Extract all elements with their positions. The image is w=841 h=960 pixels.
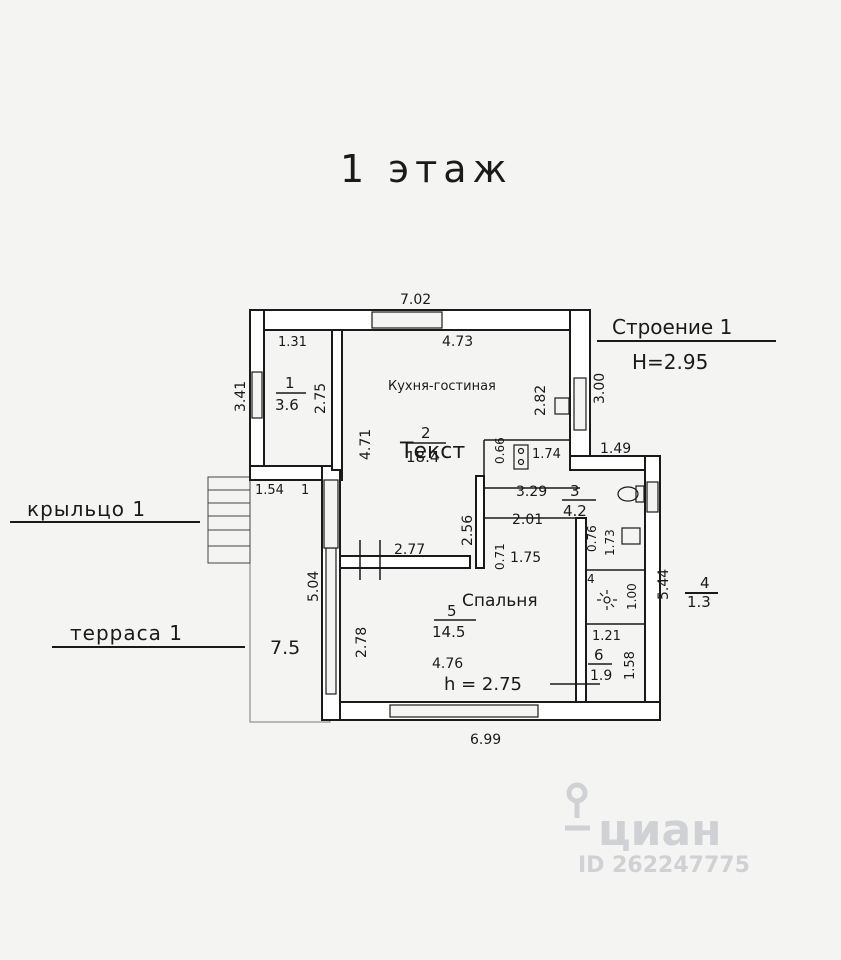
room3-dim-329: 3.29 — [516, 484, 547, 500]
interior-walls — [331, 329, 645, 703]
room2-overlay-text: Текст — [399, 439, 465, 464]
room2-dim-174: 1.74 — [532, 447, 561, 462]
toilet-icon — [617, 486, 639, 502]
room6-number: 6 — [594, 646, 604, 664]
room3-number: 3 — [570, 482, 580, 500]
shower-icon — [597, 590, 617, 610]
room1-area: 3.6 — [275, 396, 299, 414]
room2-dim-top: 4.73 — [442, 334, 473, 350]
room6-dim-121: 1.21 — [592, 629, 621, 644]
room4-area: 1.3 — [687, 593, 711, 611]
location-pin-icon — [565, 782, 590, 831]
room1-dim-left: 3.41 — [233, 381, 249, 412]
watermark-brand: циан — [598, 805, 722, 856]
room3-area: 4.2 — [563, 502, 587, 520]
room2-dim-window: 3.00 — [592, 373, 608, 404]
room5-dim-278: 2.78 — [354, 627, 370, 658]
room5-dim-071: 0.71 — [493, 543, 507, 570]
room2-dim-left: 4.71 — [358, 429, 374, 460]
room3-dim-173: 1.73 — [603, 529, 617, 556]
room5-name: Спальня — [462, 591, 538, 611]
room1-dim-width: 1.31 — [278, 335, 307, 350]
room5-ceiling-height: h = 2.75 — [444, 674, 522, 695]
watermark-id: ID 262247775 — [578, 853, 750, 878]
room3-dim-201: 2.01 — [512, 512, 543, 528]
room4-number: 4 — [700, 574, 710, 592]
building-height: H=2.95 — [632, 350, 708, 374]
porch-steps — [207, 476, 251, 564]
room6-dim-158: 1.58 — [623, 651, 638, 680]
stove-icon — [513, 444, 529, 470]
fixtures — [513, 397, 645, 610]
room5-number: 5 — [447, 602, 457, 620]
room2-dim-256: 2.56 — [460, 515, 476, 546]
room2-dim-277: 2.77 — [394, 542, 425, 558]
dim-top: 7.02 — [400, 292, 431, 308]
room1-dim-height: 2.75 — [313, 383, 329, 414]
floor-title: 1 этаж — [340, 147, 513, 191]
room3-dim-076: 0.76 — [585, 525, 599, 552]
room5-dim-175: 1.75 — [510, 550, 541, 566]
room4-dim-100: 1.00 — [625, 583, 639, 610]
room6-area: 1.9 — [590, 668, 612, 684]
sink-icon — [554, 397, 570, 415]
room2-number: 2 — [421, 424, 431, 442]
room2-dim-right: 2.82 — [533, 385, 549, 416]
porch-label: крыльцо 1 — [27, 497, 146, 521]
room4-inner-number: 4 — [587, 572, 595, 586]
room3-dim-149: 1.49 — [600, 441, 631, 457]
windows — [251, 311, 659, 718]
terrace-area: 7.5 — [270, 637, 300, 659]
watermark: циан ID 262247775 — [565, 782, 750, 878]
room2-name: Кухня-гостиная — [388, 379, 496, 394]
room2-area: 18.4 — [406, 448, 439, 466]
room1-dim-bottom-2: 1 — [301, 483, 309, 498]
dim-right: 5.44 — [656, 569, 672, 600]
building-label: Строение 1 — [612, 315, 732, 339]
room2-dim-066: 0.66 — [493, 437, 507, 464]
terrace-label: терраса 1 — [70, 621, 183, 645]
dim-left: 5.04 — [306, 571, 322, 602]
washbasin-icon — [621, 527, 641, 545]
room5-area: 14.5 — [432, 623, 465, 641]
room5-dim-476: 4.76 — [432, 656, 463, 672]
room1-dim-bottom: 1.54 — [255, 483, 284, 498]
room1-number: 1 — [285, 374, 295, 392]
dim-bottom: 6.99 — [470, 732, 501, 748]
